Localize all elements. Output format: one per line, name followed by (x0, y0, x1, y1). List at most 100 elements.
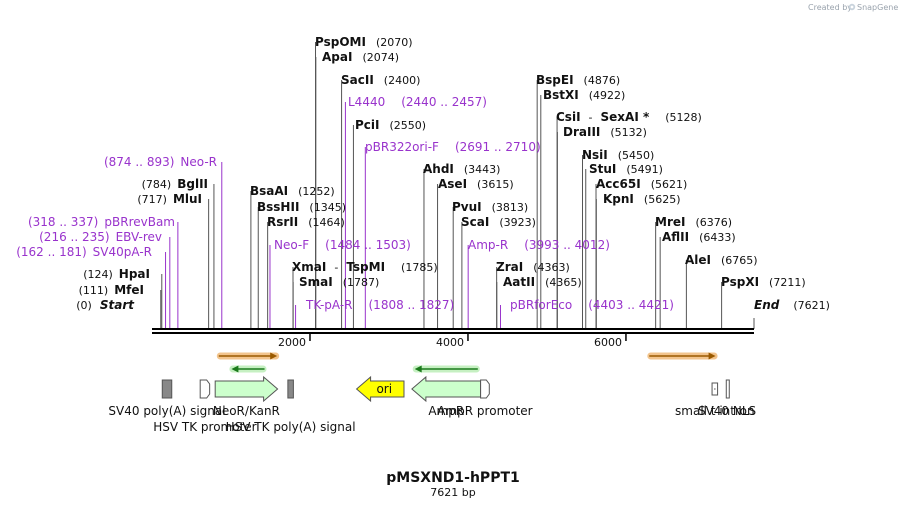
enzyme-site-ahdi: AhdI (3443) (423, 162, 500, 176)
enzyme-name: Acc65I (596, 177, 641, 191)
svg-text:(784)BglII: (784)BglII (142, 177, 208, 191)
enzyme-position: (1785) (401, 261, 438, 274)
feature-ampr: AmpR (411, 375, 482, 418)
enzyme-name: SmaI (299, 275, 333, 289)
svg-text:Acc65I(5621): Acc65I (5621) (596, 177, 687, 191)
enzyme-name: TspMI (346, 260, 385, 274)
enzyme-site-acc65i: Acc65I (5621) (596, 177, 687, 191)
svg-text:(124)HpaI: (124)HpaI (83, 267, 150, 281)
primer-name: Neo-F (274, 238, 309, 252)
enzyme-position: (5621) (651, 178, 688, 191)
primer-range: (318 .. 337) (28, 215, 98, 229)
enzyme-site-pspxi: PspXI (7211) (721, 275, 806, 289)
primer-name: Amp-R (468, 238, 508, 252)
primer-range: (216 .. 235) (39, 230, 109, 244)
enzyme-name: SexAI * (601, 110, 650, 124)
enzyme-name: DraIII (563, 125, 600, 139)
svg-text:pBRforEco(4403 .. 4421): pBRforEco(4403 .. 4421) (510, 298, 674, 312)
enzyme-name: XmaI (292, 260, 326, 274)
primer-site-pbrrevbam: (318 .. 337)pBRrevBam (28, 215, 175, 229)
feature-name: NeoR/KanR (213, 404, 280, 418)
svg-text:StuI(5491): StuI(5491) (589, 162, 663, 176)
enzyme-site-nsii: NsiI (5450) (582, 148, 654, 162)
credit-brand: SnapGene (857, 3, 898, 12)
end-position: (7621) (793, 299, 830, 312)
promoter-icon (480, 379, 490, 399)
svg-text:SacII(2400): SacII(2400) (341, 73, 420, 87)
enzyme-site-pcii: PciI(2550) (355, 118, 426, 132)
enzyme-name: AhdI (423, 162, 454, 176)
primer-range: (2440 .. 2457) (401, 95, 487, 109)
primer-range: (3993 .. 4012) (524, 238, 610, 252)
enzyme-site-hpai: (124)HpaI (83, 267, 150, 281)
svg-text:ScaI(3923): ScaI(3923) (461, 215, 536, 229)
feature-name: AmpR (428, 404, 464, 418)
svg-text:TK-pA-R(1808 .. 1827): TK-pA-R(1808 .. 1827) (305, 298, 454, 312)
feature-name: ori (376, 382, 392, 396)
enzyme-position: (784) (142, 178, 172, 191)
credit-prefix: Created by (808, 3, 852, 12)
enzyme-position: (7211) (769, 276, 806, 289)
svg-text:PspOMI(2070): PspOMI(2070) (315, 35, 413, 49)
enzyme-position: (717) (137, 193, 167, 206)
primer-name: SV40pA-R (93, 245, 152, 259)
primer-site-ebv-rev: (216 .. 235)EBV-rev (39, 230, 162, 244)
feature-ampr-promoter: AmpR promoter (437, 379, 533, 418)
enzyme-position: (3443) (464, 163, 501, 176)
enzyme-site-apai: ApaI (2074) (322, 50, 399, 64)
primer-name: TK-pA-R (305, 298, 353, 312)
enzyme-position: (4363) (533, 261, 570, 274)
svg-text:SmaI(1787): SmaI (1787) (299, 275, 379, 289)
enzyme-position: (6433) (699, 231, 736, 244)
svg-text:PspXI(7211): PspXI (7211) (721, 275, 806, 289)
svg-text:MreI(6376): MreI(6376) (655, 215, 732, 229)
enzyme-site-scai: ScaI(3923) (461, 215, 536, 229)
enzyme-position: (2070) (376, 36, 413, 49)
enzyme-site-bglii: (784)BglII (142, 177, 208, 191)
arrow-left-icon (411, 375, 482, 403)
enzyme-site-rsrii: RsrII (1464) (267, 215, 345, 229)
svg-text:ApaI(2074): ApaI (2074) (322, 50, 399, 64)
enzyme-site-alei: AleI(6765) (685, 253, 758, 267)
enzyme-name: PciI (355, 118, 380, 132)
enzyme-position: (1345) (309, 201, 346, 214)
enzyme-name: NsiI (582, 148, 608, 162)
enzyme-position: (1464) (308, 216, 345, 229)
enzyme-position: (1787) (343, 276, 380, 289)
svg-text:PvuI(3813): PvuI(3813) (452, 200, 528, 214)
enzyme-name: PspXI (721, 275, 759, 289)
enzyme-site-xmai-tspmi: XmaI-TspMI(1785) (292, 260, 438, 274)
primer-site-tk-pa-r: TK-pA-R(1808 .. 1827) (305, 298, 454, 312)
orf-forward-3 (647, 352, 718, 360)
enzyme-name: PvuI (452, 200, 482, 214)
enzyme-position: (4922) (589, 89, 626, 102)
primer-range: (162 .. 181) (16, 245, 86, 259)
feature-box (161, 379, 173, 399)
primer-site-pbr322ori-f: pBR322ori-F(2691 .. 2710) (365, 140, 541, 154)
plasmid-title: pMSXND1-hPPT1 (386, 470, 520, 486)
enzyme-position: (2400) (384, 74, 421, 87)
enzyme-site-mfei: (111)MfeI (79, 283, 144, 297)
primer-range: (874 .. 893) (104, 155, 174, 169)
svg-text:RsrII(1464): RsrII (1464) (267, 215, 345, 229)
enzyme-site-bsshii: BssHII(1345) (257, 200, 346, 214)
orf-arrows (216, 352, 718, 373)
enzyme-name: AleI (685, 253, 711, 267)
enzyme-name: MluI (173, 192, 202, 206)
ruler-tick-label: 6000 (594, 336, 622, 349)
sequence-start-label: (0)Start (76, 298, 135, 312)
svg-text:pBR322ori-F(2691 .. 2710): pBR322ori-F(2691 .. 2710) (365, 140, 541, 154)
enzyme-position: (2074) (362, 51, 399, 64)
enzyme-name: ApaI (322, 50, 352, 64)
enzyme-site-zrai: ZraI(4363) (496, 260, 570, 274)
primer-site-sv40pa-r: (162 .. 181) SV40pA-R (16, 245, 152, 259)
svg-text:AatII(4365): AatII(4365) (503, 275, 582, 289)
enzyme-name: RsrII (267, 215, 298, 229)
enzyme-position: (5450) (618, 149, 655, 162)
enzyme-name: ScaI (461, 215, 489, 229)
feature-name: SV40 poly(A) signal (108, 404, 225, 418)
orf-arrowhead-icon (414, 365, 422, 373)
enzyme-site-sacii: SacII(2400) (341, 73, 420, 87)
svg-text:KpnI(5625): KpnI(5625) (603, 192, 680, 206)
enzyme-name: BstXI (543, 88, 579, 102)
